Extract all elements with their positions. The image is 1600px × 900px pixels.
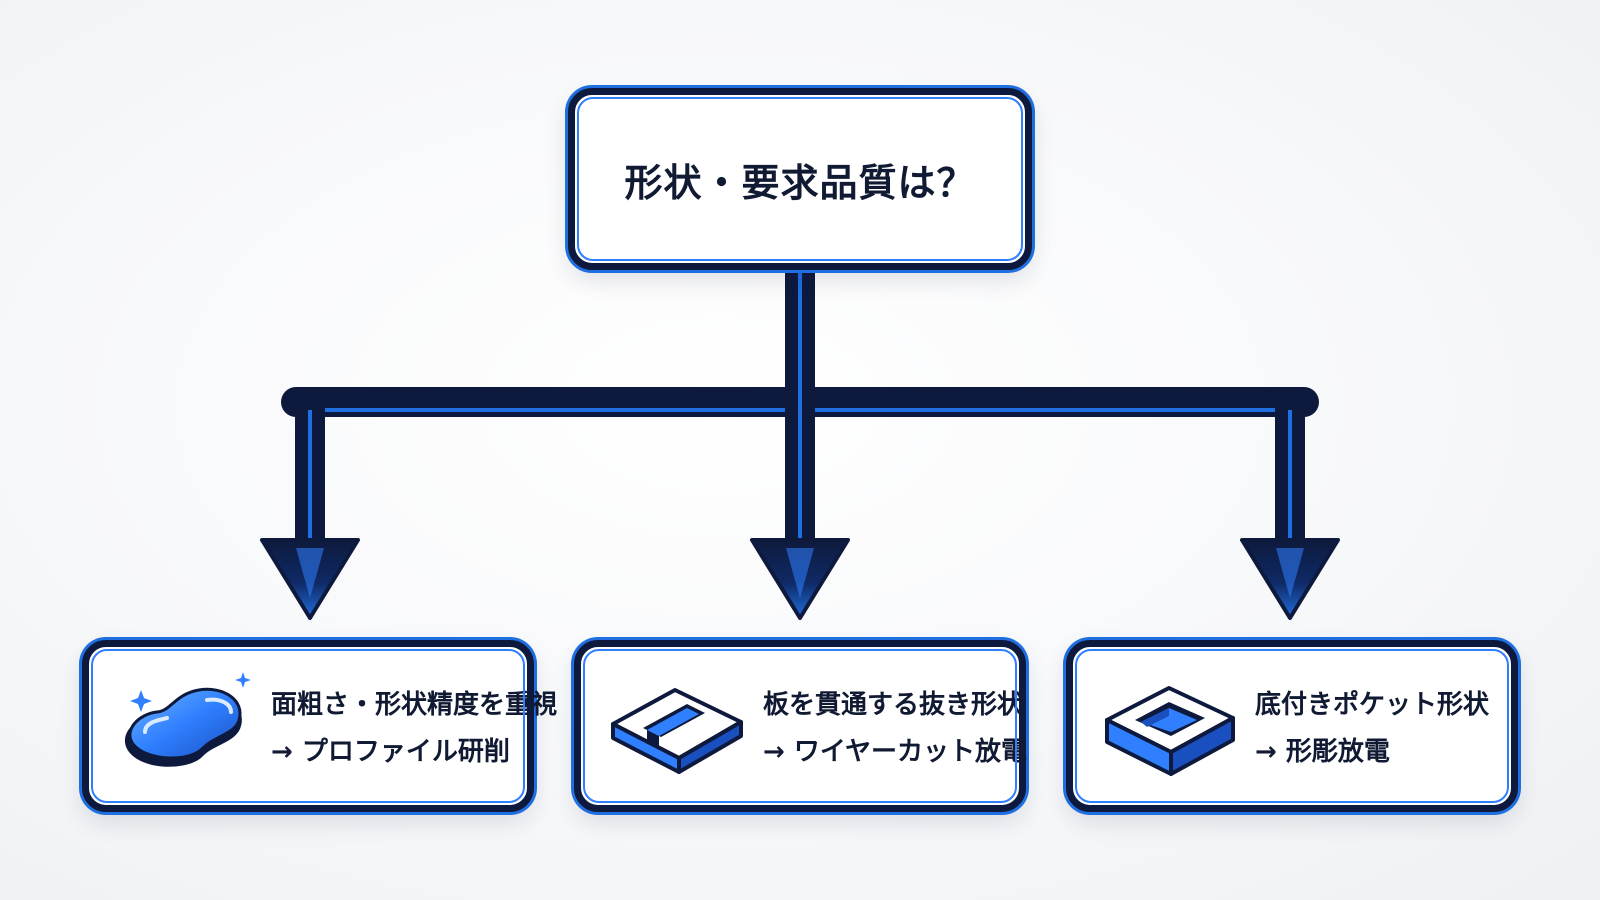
arrowhead-left-icon	[260, 538, 360, 620]
branch-box-profile-grinding: 面粗さ・形状精度を重視 → プロファイル研削	[82, 640, 557, 812]
branch-box-sinker-edm: 底付きポケット形状 → 形彫放電	[1066, 640, 1518, 812]
branch-condition-label: 板を貫通する抜き形状	[763, 690, 1024, 720]
branch-method-label: → プロファイル研削	[271, 737, 510, 767]
branch-box-wire-edm: 板を貫通する抜き形状 → ワイヤーカット放電	[574, 640, 1027, 812]
branch-method-label: → 形彫放電	[1255, 737, 1390, 767]
branch-method-label: → ワイヤーカット放電	[763, 737, 1028, 767]
root-question-label: 形状・要求品質は？	[624, 160, 976, 205]
polished-stone-icon	[124, 672, 251, 767]
branch-text-sinker-edm: 底付きポケット形状 → 形彫放電	[1255, 684, 1489, 768]
branch-text-wire-edm: 板を貫通する抜き形状 → ワイヤーカット放電	[763, 684, 1027, 768]
arrowhead-right-icon	[1240, 538, 1340, 620]
arrowhead-center-icon	[750, 538, 850, 620]
root-question-box: 形状・要求品質は？	[568, 88, 1032, 270]
branch-condition-label: 底付きポケット形状	[1255, 690, 1490, 720]
through-slot-plate-icon	[611, 688, 743, 774]
pocket-block-icon	[1105, 686, 1235, 776]
branch-condition-label: 面粗さ・形状精度を重視	[271, 690, 558, 720]
branch-text-profile-grinding: 面粗さ・形状精度を重視 → プロファイル研削	[271, 684, 557, 768]
